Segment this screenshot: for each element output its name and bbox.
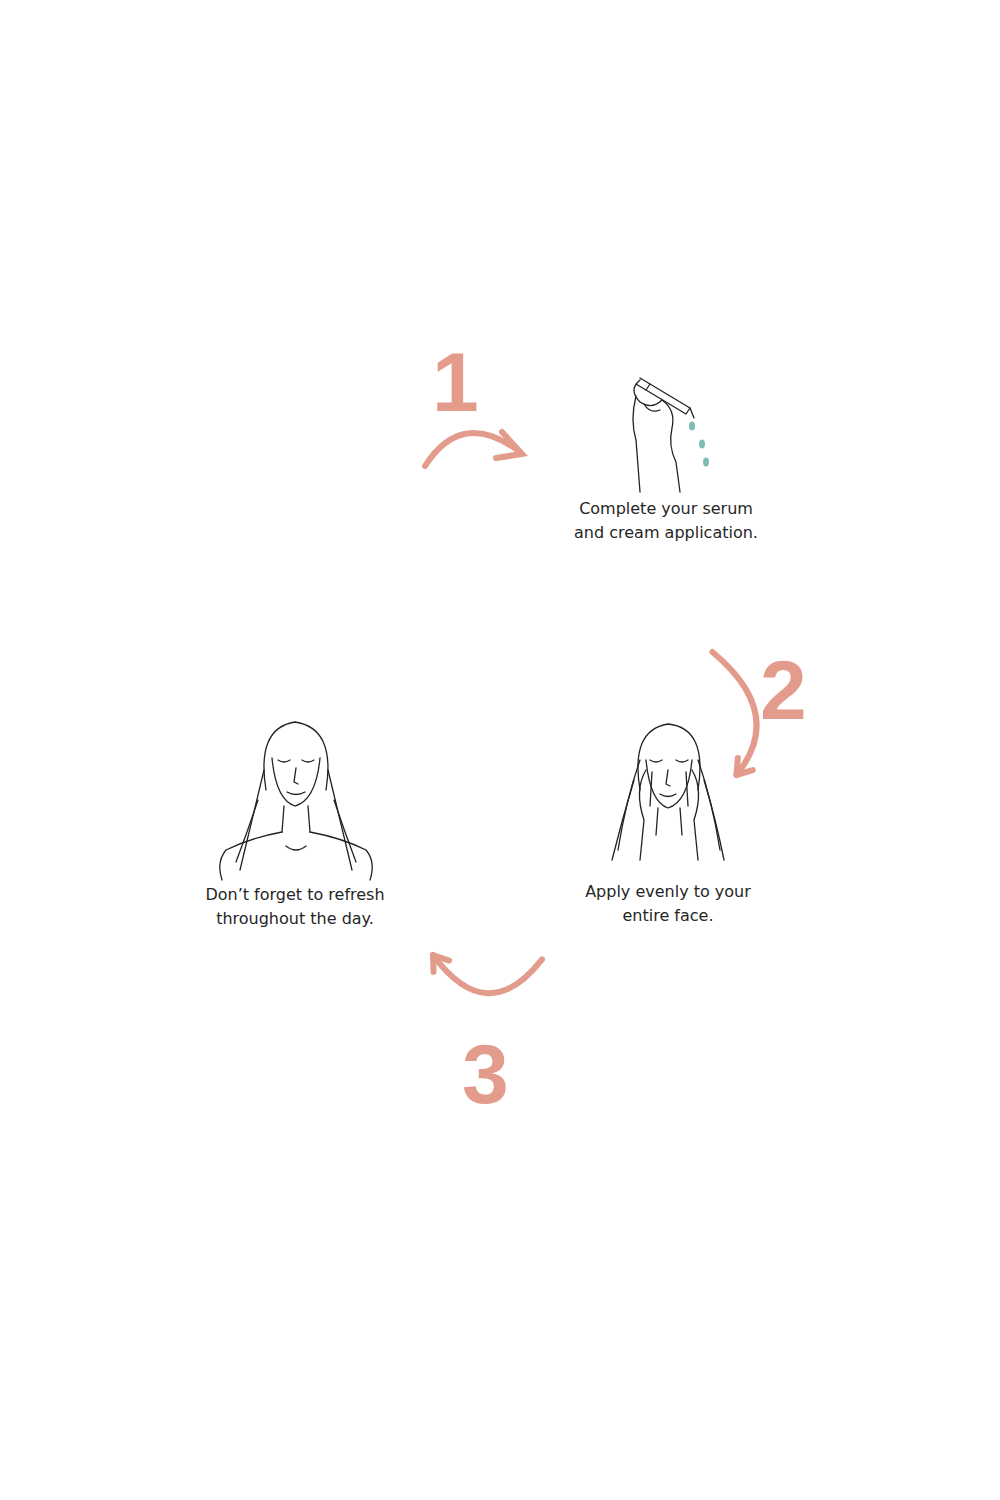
step-text: Complete your serum and cream applicatio… bbox=[564, 497, 768, 545]
curved-arrow bbox=[433, 955, 542, 993]
step-blob: Don’t forget to refresh throughout the d… bbox=[175, 790, 415, 1016]
woman-refreshed bbox=[220, 722, 373, 880]
entry-arrow bbox=[425, 432, 522, 466]
step-blob: Apply evenly to your entire face. bbox=[550, 793, 786, 1021]
step-number: 3 bbox=[462, 1032, 509, 1116]
step-blob: Complete your serum and cream applicatio… bbox=[550, 410, 782, 640]
step-number: 2 bbox=[760, 648, 807, 732]
step-text: Don’t forget to refresh throughout the d… bbox=[189, 883, 400, 931]
step-text: Apply evenly to your entire face. bbox=[564, 880, 772, 928]
curved-arrow bbox=[712, 652, 756, 775]
hand-dropper bbox=[633, 378, 694, 492]
woman-applying bbox=[612, 724, 724, 860]
step-number: 1 bbox=[432, 340, 479, 424]
drops bbox=[689, 422, 709, 467]
